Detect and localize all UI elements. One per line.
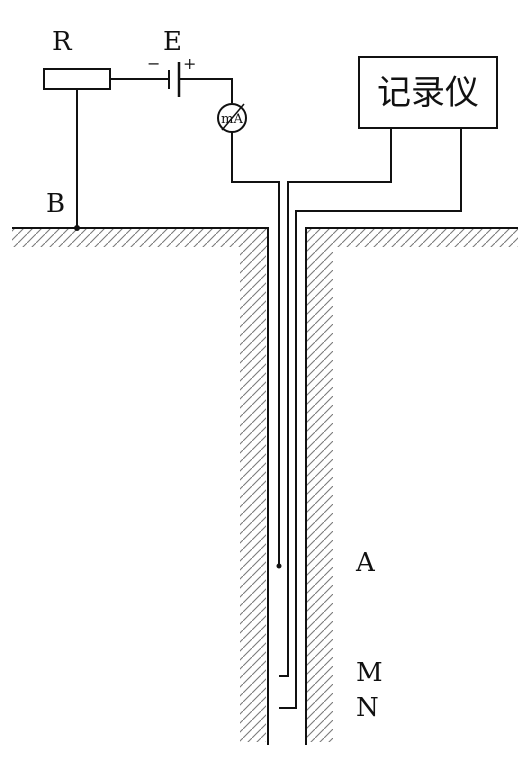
ground-surface-line <box>12 227 269 745</box>
ground-point-b <box>74 225 80 231</box>
resistor-label: R <box>52 27 73 57</box>
borehole-wall-hatch-right <box>307 247 333 742</box>
ground-surface-line-right <box>305 227 518 745</box>
electrode-n-label: N <box>356 693 379 723</box>
electrode-a-label: A <box>355 548 376 578</box>
measure-wire-m <box>279 128 392 677</box>
ground-hatch-left <box>12 229 268 247</box>
electrode-a-point <box>276 563 282 569</box>
recorder-label: 记录仪 <box>377 73 479 113</box>
ammeter-label: mA <box>221 112 243 127</box>
current-wire-a <box>231 132 280 566</box>
electrode-m-label: M <box>356 658 383 688</box>
battery-plus-sign: + <box>183 54 196 73</box>
battery-ammeter-wire <box>179 78 233 103</box>
battery-minus-sign: − <box>147 54 160 73</box>
ammeter-needle <box>221 103 245 131</box>
ground-electrode-label: B <box>46 189 65 219</box>
measure-wire-n <box>279 128 462 709</box>
battery-label: E <box>163 27 182 57</box>
recorder-box <box>358 56 498 129</box>
borehole-wall-hatch-left <box>240 247 266 742</box>
resistor <box>43 68 111 90</box>
ground-hatch-right <box>306 229 518 247</box>
